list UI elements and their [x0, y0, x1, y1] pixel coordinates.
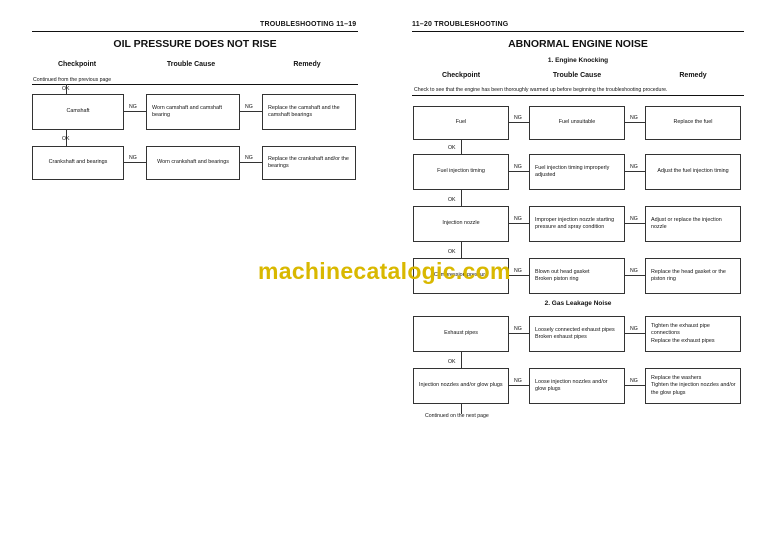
flow-connector	[124, 111, 146, 112]
cause-compression-pressure: Blown out head gasket Broken piston ring	[529, 258, 625, 294]
checkpoint-exhaust-pipes: Exhaust pipes	[413, 316, 509, 352]
left-col-checkpoint: Checkpoint	[57, 61, 97, 68]
warmup-note: Check to see that the engine has been th…	[414, 87, 668, 93]
flow-connector	[461, 140, 462, 154]
flow-connector	[509, 223, 529, 224]
watermark: machinecatalogic.com	[258, 258, 511, 284]
flow-connector	[625, 333, 645, 334]
right-header-rule	[412, 31, 744, 32]
cause-injection-nozzle: Improper injection nozzle starting press…	[529, 206, 625, 242]
flow-connector	[509, 171, 529, 172]
checkpoint-crankshaft: Crankshaft and bearings	[32, 146, 124, 180]
section-gas-leakage: 2. Gas Leakage Noise	[544, 300, 612, 307]
flow-connector	[625, 171, 645, 172]
flow-connector	[509, 333, 529, 334]
ok-label: OK	[62, 136, 70, 142]
flow-connector	[461, 190, 462, 206]
ng-label: NG	[630, 326, 638, 332]
right-col-remedy: Remedy	[679, 72, 707, 79]
right-page-title: ABNORMAL ENGINE NOISE	[508, 38, 648, 50]
ng-label: NG	[514, 115, 522, 121]
ok-label: OK	[448, 145, 456, 151]
ng-label: NG	[630, 268, 638, 274]
left-col-cause: Trouble Cause	[166, 61, 216, 68]
flow-connector	[124, 162, 146, 163]
checkpoint-injection-nozzle: Injection nozzle	[413, 206, 509, 242]
right-col-cause: Trouble Cause	[552, 72, 602, 79]
ng-label: NG	[514, 378, 522, 384]
right-page-header: 11–20 TROUBLESHOOTING	[412, 21, 509, 28]
remedy-crankshaft: Replace the crankshaft and/or the bearin…	[262, 146, 356, 180]
ok-label: OK	[448, 197, 456, 203]
left-page-title: OIL PRESSURE DOES NOT RISE	[113, 38, 277, 50]
section-engine-knocking: 1. Engine Knocking	[547, 57, 609, 64]
ng-label: NG	[630, 164, 638, 170]
flow-connector	[625, 122, 645, 123]
right-top-rule	[412, 95, 744, 96]
flow-connector	[461, 242, 462, 258]
right-col-checkpoint: Checkpoint	[441, 72, 481, 79]
ng-label: NG	[630, 115, 638, 121]
ng-label: NG	[129, 104, 137, 110]
remedy-exhaust-pipes: Tighten the exhaust pipe connections Rep…	[645, 316, 741, 352]
checkpoint-camshaft: Camshaft	[32, 94, 124, 130]
ok-label: OK	[448, 359, 456, 365]
ng-label: NG	[514, 326, 522, 332]
left-top-rule	[32, 84, 358, 85]
flow-connector	[509, 385, 529, 386]
flow-connector	[461, 404, 462, 414]
remedy-injection-timing: Adjust the fuel injection timing	[645, 154, 741, 190]
ng-label: NG	[630, 378, 638, 384]
flow-connector	[66, 84, 67, 94]
ok-label: OK	[62, 86, 70, 92]
checkpoint-fuel: Fuel	[413, 106, 509, 140]
checkpoint-nozzles-glow-plugs: Injection nozzles and/or glow plugs	[413, 368, 509, 404]
cause-nozzles-glow-plugs: Loose injection nozzles and/or glow plug…	[529, 368, 625, 404]
checkpoint-injection-timing: Fuel injection timing	[413, 154, 509, 190]
left-page-header: TROUBLESHOOTING 11–19	[260, 21, 357, 28]
flow-connector	[66, 142, 67, 146]
ng-label: NG	[514, 164, 522, 170]
remedy-camshaft: Replace the camshaft and the camshaft be…	[262, 94, 356, 130]
flow-connector	[509, 275, 529, 276]
remedy-fuel: Replace the fuel	[645, 106, 741, 140]
continued-next-note: Continued on the next page	[425, 413, 489, 419]
flow-connector	[509, 122, 529, 123]
flow-connector	[625, 275, 645, 276]
left-header-rule	[32, 31, 358, 32]
flow-connector	[240, 111, 262, 112]
ok-label: OK	[448, 249, 456, 255]
left-col-remedy: Remedy	[293, 61, 321, 68]
flow-connector	[461, 352, 462, 368]
ng-label: NG	[514, 216, 522, 222]
remedy-injection-nozzle: Adjust or replace the injection nozzle	[645, 206, 741, 242]
ng-label: NG	[630, 216, 638, 222]
flow-connector	[625, 385, 645, 386]
cause-camshaft: Worn camshaft and camshaft bearing	[146, 94, 240, 130]
cause-exhaust-pipes: Loosely connected exhaust pipes Broken e…	[529, 316, 625, 352]
ng-label: NG	[245, 104, 253, 110]
cause-crankshaft: Worn crankshaft and bearings	[146, 146, 240, 180]
ng-label: NG	[129, 155, 137, 161]
checkpoint-compression-pressure: Compression pressure	[413, 258, 509, 294]
flow-connector	[240, 162, 262, 163]
flow-connector	[66, 130, 67, 142]
remedy-nozzles-glow-plugs: Replace the washers Tighten the injectio…	[645, 368, 741, 404]
cause-injection-timing: Fuel injection timing improperly adjuste…	[529, 154, 625, 190]
cause-fuel: Fuel unsuitable	[529, 106, 625, 140]
flow-connector	[625, 223, 645, 224]
ng-label: NG	[245, 155, 253, 161]
ng-label: NG	[514, 268, 522, 274]
remedy-compression-pressure: Replace the head gasket or the piston ri…	[645, 258, 741, 294]
continued-from-note: Continued from the previous page	[33, 77, 112, 83]
